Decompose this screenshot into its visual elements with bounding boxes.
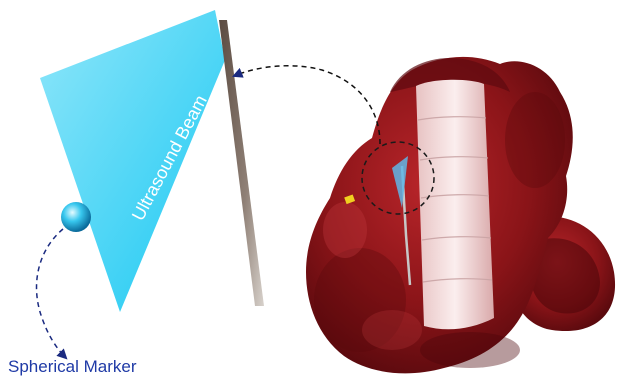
heart-model xyxy=(306,57,615,373)
sphere-icon xyxy=(61,202,91,232)
probe-shaft xyxy=(219,20,264,306)
probe-dashed-arrow xyxy=(234,66,380,144)
marker-dashed-arrow xyxy=(37,229,66,358)
ultrasound-beam-fan xyxy=(40,10,225,312)
marker-caption: Spherical Marker xyxy=(8,357,137,377)
